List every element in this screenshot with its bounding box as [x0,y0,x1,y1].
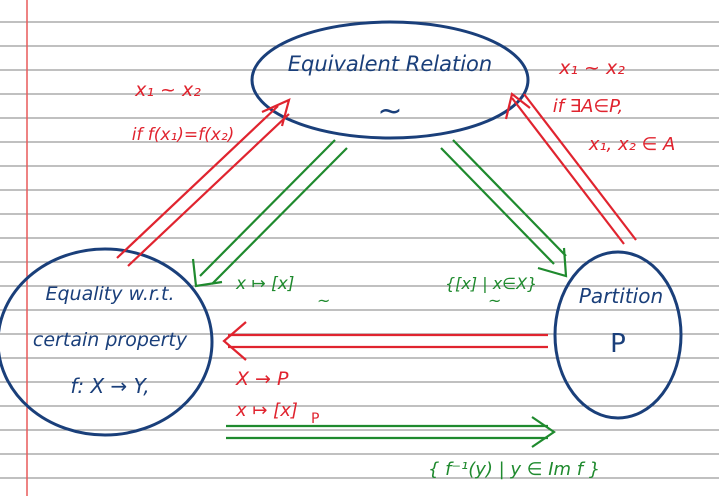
arrow-partition-to-relation [504,92,637,245]
node-equivalent-relation: Equivalent Relation ~ [250,20,530,140]
partition-to-relation-line-2: if ∃A∈P, [553,96,624,117]
relation-to-partition-subscript: ~ [488,291,501,310]
equality-line-2: certain property [33,329,188,351]
equivalent-relation-label: Equivalent Relation [288,52,492,76]
equality-to-relation-line-2: if f(x₁)=f(x₂) [132,125,235,145]
partition-to-equality-line-2: x ↦ [x] [235,400,298,421]
relation-to-partition-label: {[x] | x∈X} [445,274,537,293]
partition-symbol: P [610,329,626,359]
partition-to-relation-line-3: x₁, x₂ ∈ A [588,134,676,155]
partition-label: Partition [579,284,663,308]
label-relation-to-partition: {[x] | x∈X} ~ [445,274,537,310]
arrow-equality-to-partition [226,416,556,448]
node-equality-property: Equality w.r.t. certain property f: X → … [0,247,214,437]
label-relation-to-equality: x ↦ [x] ~ [235,274,330,310]
node-partition: Partition P [553,250,683,420]
label-equality-to-relation: x₁ ~ x₂ if f(x₁)=f(x₂) [132,79,235,145]
arrow-partition-to-equality [222,321,548,361]
partition-to-relation-line-1: x₁ ~ x₂ [558,57,625,79]
equivalent-relation-symbol: ~ [377,94,402,129]
equality-line-1: Equality w.r.t. [45,283,174,305]
equality-property-ellipse [0,247,214,437]
label-equality-to-partition: { f⁻¹(y) | y ∈ Im f } [428,459,600,480]
relation-to-equality-label: x ↦ [x] [235,274,294,294]
equality-line-3: f: X → Y, [70,374,149,398]
label-partition-to-relation: x₁ ~ x₂ if ∃A∈P, x₁, x₂ ∈ A [553,57,676,155]
arrow-relation-to-equality [191,139,348,288]
relation-to-equality-subscript: ~ [317,291,330,310]
arrow-equality-to-relation [116,98,291,267]
equivalent-relation-ellipse [250,20,530,140]
label-partition-to-equality: X → P x ↦ [x] P [235,368,319,427]
equality-to-relation-line-1: x₁ ~ x₂ [134,79,201,101]
arrow-relation-to-partition [440,139,568,278]
equality-to-partition-label: { f⁻¹(y) | y ∈ Im f } [428,459,600,480]
partition-to-equality-line-1: X → P [235,368,289,390]
partition-ellipse [553,250,683,420]
partition-to-equality-subscript: P [311,411,319,427]
